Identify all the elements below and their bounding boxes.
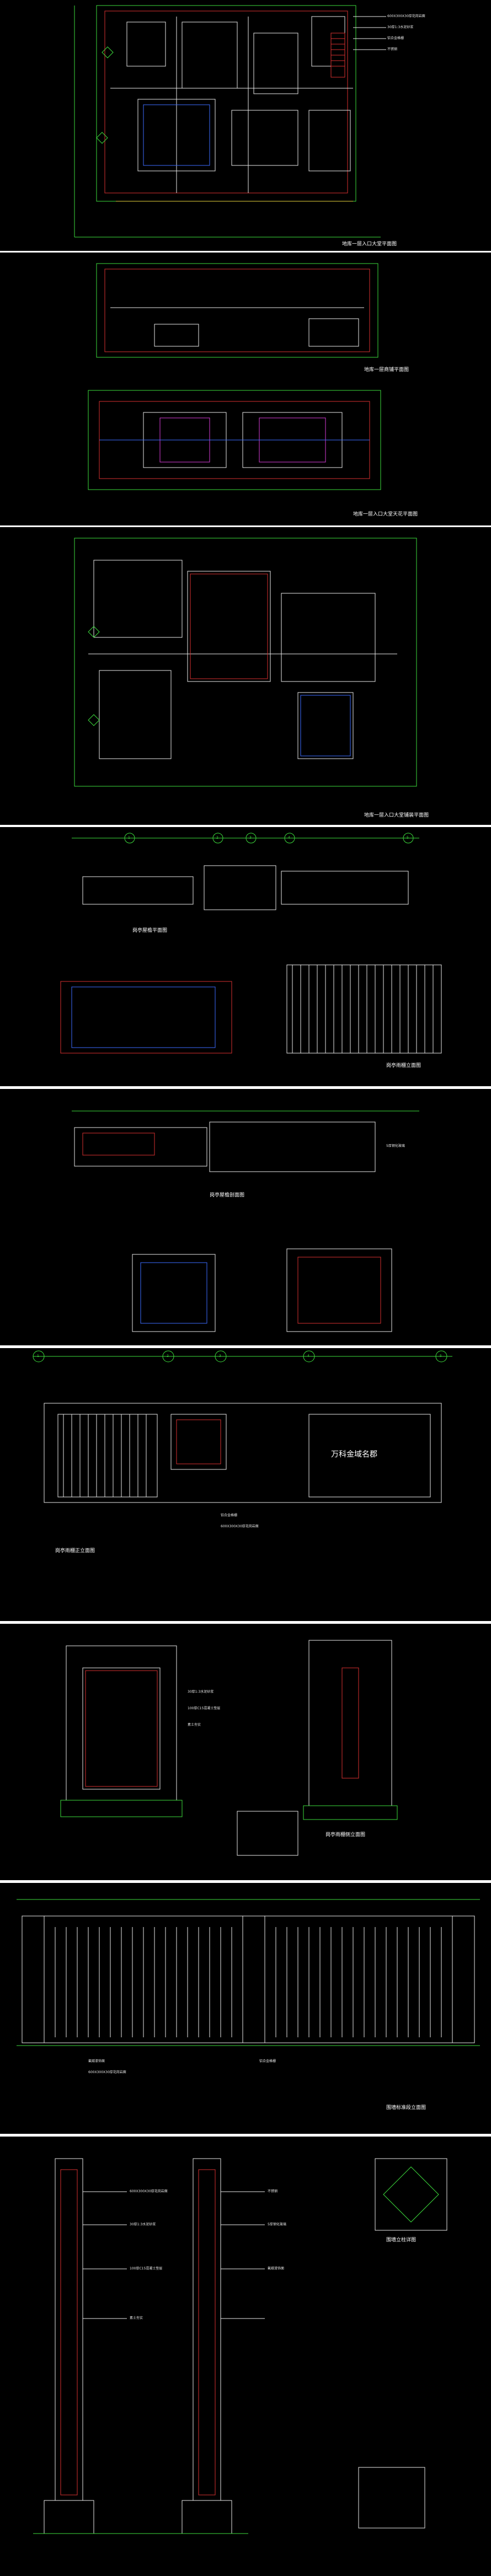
drawing-sheet-4: 1 2 3 4 5 岗亭屋檐平面图 岗亭雨棚立面图	[0, 827, 491, 1086]
material-note: 氟碳漆饰面	[88, 2059, 105, 2063]
grid-bubble-label: 3	[249, 836, 252, 840]
material-note: 600X300X30厚花岗岩面	[88, 2070, 126, 2074]
signage-text: 万科金域名郡	[331, 1450, 377, 1459]
grid-bubble-label: 1	[128, 836, 130, 840]
material-note: 100厚C15混凝土垫层	[130, 2267, 163, 2271]
sheet-caption: 围墙立柱详图	[386, 2237, 417, 2243]
drawing-sheet-7: 30厚1:3水泥砂浆 100厚C15混凝土垫层 素土夯实 岗亭雨棚侧立面图	[0, 1624, 491, 1880]
pavilion-roof-plan	[60, 833, 442, 1054]
pavilion-side-elevation	[60, 1640, 398, 1856]
sheet-caption: 岗亭雨棚正立面图	[55, 1548, 95, 1554]
drawing-sheet-1: 600X300X30厚花岗岩面 30厚1:3水泥砂浆 铝合金格栅 不锈钢 地库一…	[0, 0, 491, 251]
grid-bubble-label: 2	[167, 1354, 169, 1358]
material-note: 5厚钢化玻璃	[386, 1144, 405, 1148]
drawing-sheet-3: 地库一层入口大堂铺装平面图	[0, 527, 491, 825]
wall-pillar-detail	[33, 2158, 447, 2534]
material-note: 30厚1:3水泥砂浆	[130, 2223, 156, 2226]
grid-bubble-label: 3	[219, 1354, 221, 1358]
grid-bubble-label: 5	[407, 836, 409, 840]
grid-bubble-label: 4	[288, 836, 290, 840]
grid-bubble-label: 1	[37, 1354, 39, 1358]
grid-bubble-label: 5	[440, 1354, 442, 1358]
material-note: 不锈钢	[268, 2189, 278, 2193]
floor-plan-drawing	[74, 5, 386, 238]
sheet-caption: 岗亭雨棚侧立面图	[325, 1832, 366, 1838]
material-note: 铝合金格栅	[259, 2059, 276, 2063]
drawing-sheet-5: 5厚钢化玻璃 岗亭屋檐剖面图	[0, 1089, 491, 1345]
pavilion-front-elevation	[33, 1350, 452, 1503]
drawing-sheet-8: 氟碳漆饰面 600X300X30厚花岗岩面 铝合金格栅 围墙标准段立面图	[0, 1883, 491, 2134]
paving-plan-drawing	[74, 538, 417, 787]
sheet-caption: 地库一层入口大堂平面图	[342, 242, 397, 247]
material-note: 铝合金格栅	[387, 36, 404, 40]
sheet-caption: 岗亭屋檐平面图	[132, 928, 168, 933]
material-note: 素土夯实	[130, 2316, 143, 2320]
sheet-caption: 岗亭屋檐剖面图	[210, 1193, 245, 1198]
material-note: 30厚1:3水泥砂浆	[387, 25, 414, 29]
material-note: 铝合金格栅	[221, 1514, 238, 1517]
material-note: 氟碳漆饰面	[268, 2267, 285, 2271]
material-note: 素土夯实	[188, 1723, 201, 1727]
material-note: 30厚1:3水泥砂浆	[188, 1690, 214, 1694]
wall-elevation-drawing	[17, 1899, 480, 2046]
material-note: 600X300X30厚花岗岩面	[387, 14, 425, 18]
drawing-sheet-6: 1 2 3 4 5 万科金域名郡 铝合金格栅 600X300X30厚花岗岩面 岗…	[0, 1348, 491, 1621]
grid-bubble-label: 2	[216, 836, 218, 840]
sheet-caption: 岗亭雨棚立面图	[386, 1063, 421, 1069]
sheet-caption: 地库一层入口大堂天花平面图	[353, 512, 418, 517]
material-note: 600X300X30厚花岗岩面	[130, 2189, 168, 2193]
sheet-caption: 地库一层商铺平面图	[364, 367, 409, 373]
sheet-caption: 地库一层入口大堂铺装平面图	[364, 813, 429, 818]
pavilion-section-drawing	[72, 1110, 419, 1332]
drawing-sheet-2: 地库一层商铺平面图 地库一层入口大堂天花平面图	[0, 253, 491, 525]
ceiling-plan-drawing	[88, 263, 381, 490]
material-note: 不锈钢	[387, 47, 398, 51]
material-note: 100厚C15混凝土垫层	[188, 1706, 221, 1710]
drawing-sheet-9: 600X300X30厚花岗岩面 30厚1:3水泥砂浆 100厚C15混凝土垫层 …	[0, 2137, 491, 2576]
material-note: 600X300X30厚花岗岩面	[221, 1525, 259, 1528]
sheet-caption: 围墙标准段立面图	[386, 2105, 426, 2111]
grid-bubble-label: 4	[307, 1354, 309, 1358]
material-note: 5厚钢化玻璃	[268, 2223, 286, 2226]
